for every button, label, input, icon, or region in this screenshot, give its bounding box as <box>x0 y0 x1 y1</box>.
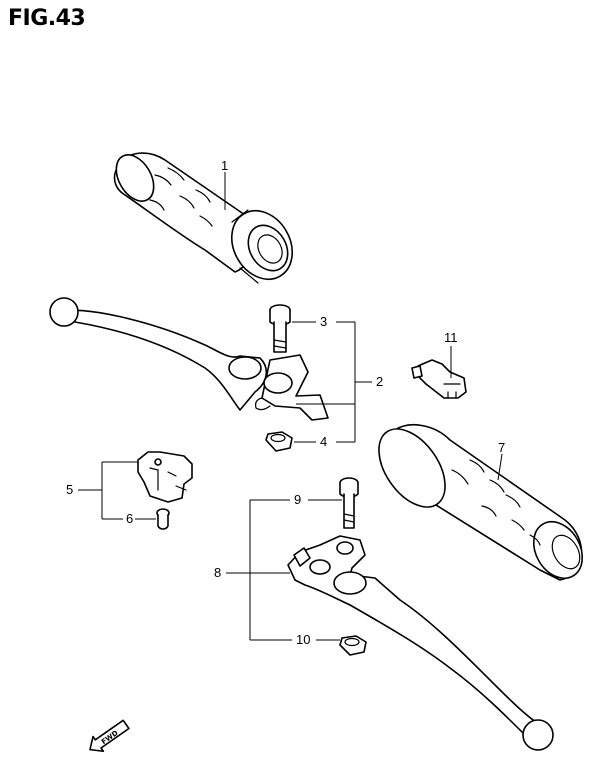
callout-8: 8 <box>214 565 221 580</box>
lever-lower <box>287 535 554 751</box>
grip-left <box>113 152 293 284</box>
nut-lower <box>339 635 367 656</box>
nut-upper <box>265 431 293 452</box>
pivot-bolt-lower <box>339 477 359 529</box>
callout-11: 11 <box>444 330 458 345</box>
callout-2: 2 <box>376 374 383 389</box>
callout-1: 1 <box>221 158 228 173</box>
screw-rear-switch <box>156 508 170 530</box>
switch-rear <box>137 451 193 503</box>
grip-right <box>378 424 584 581</box>
callout-10: 10 <box>296 632 310 647</box>
callout-5: 5 <box>66 482 73 497</box>
callout-9: 9 <box>294 492 301 507</box>
callout-6: 6 <box>126 511 133 526</box>
forward-arrow-icon: FWD <box>89 719 130 753</box>
pivot-bolt-upper <box>269 304 291 353</box>
switch-front <box>411 359 467 399</box>
figure-title: FIG.43 <box>8 6 86 31</box>
callout-4: 4 <box>320 434 327 449</box>
callout-7: 7 <box>498 440 505 455</box>
leader-lines <box>78 172 503 641</box>
callout-3: 3 <box>320 314 327 329</box>
callout-labels: 1 3 2 4 11 5 6 7 9 8 10 <box>66 158 505 647</box>
